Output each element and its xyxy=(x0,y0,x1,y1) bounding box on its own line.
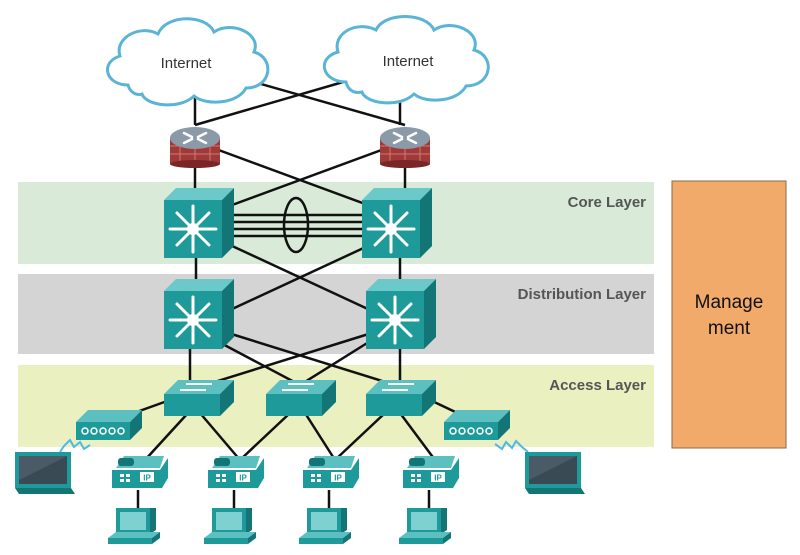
cloud-icon xyxy=(322,15,490,105)
access-layer-label: Access Layer xyxy=(549,377,646,394)
access-switch-3 xyxy=(366,380,436,416)
internet-cloud-2: Internet xyxy=(322,15,490,105)
wireless-ap-left xyxy=(76,410,142,440)
distribution-layer-label: Distribution Layer xyxy=(518,286,647,303)
cloud-icon xyxy=(106,17,270,107)
management-box xyxy=(671,180,787,449)
laptop-left xyxy=(15,452,75,494)
core-switch-right xyxy=(362,188,432,258)
internet-label: Internet xyxy=(161,55,213,72)
access-switch-2 xyxy=(266,380,336,416)
edge-router-right xyxy=(380,125,430,168)
wireless-ap-right xyxy=(444,410,510,440)
distribution-switch-left xyxy=(164,279,234,349)
ip-phone-4 xyxy=(403,456,459,488)
access-switch-1 xyxy=(164,380,234,416)
desktop-pc-2 xyxy=(204,508,256,544)
port-channel-bundle xyxy=(282,196,310,254)
distribution-switch-right xyxy=(366,279,436,349)
ip-phone-1 xyxy=(112,456,168,488)
desktop-pc-3 xyxy=(299,508,351,544)
desktop-pc-1 xyxy=(108,508,160,544)
desktop-pc-4 xyxy=(399,508,451,544)
distribution-layer-band xyxy=(18,274,654,354)
network-links xyxy=(119,76,469,461)
management-label-line2: ment xyxy=(708,318,751,339)
internet-cloud-1: Internet xyxy=(106,17,270,107)
wireless-links xyxy=(59,438,529,453)
edge-router-left xyxy=(170,125,220,168)
laptop-right xyxy=(525,452,585,494)
management-label-line1: Manage xyxy=(695,292,764,313)
internet-label: Internet xyxy=(383,53,435,70)
phone-pc-links xyxy=(136,490,431,508)
core-layer-label: Core Layer xyxy=(568,194,647,211)
core-switch-left xyxy=(164,188,234,258)
ip-phone-3 xyxy=(303,456,359,488)
ip-phone-2 xyxy=(208,456,264,488)
